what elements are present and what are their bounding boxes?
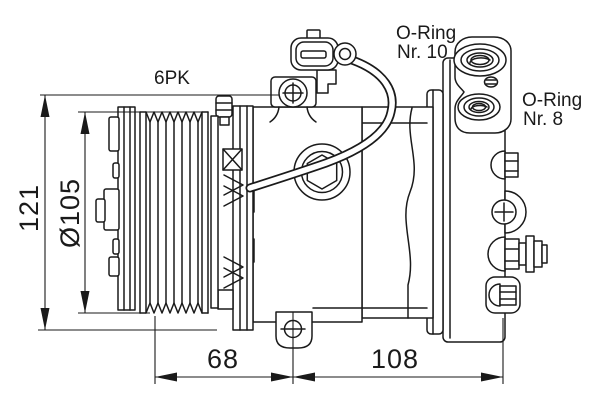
clutch-plate: [95, 106, 136, 311]
fitting-block: [453, 36, 512, 134]
oring-8-callout: O-Ring Nr. 8: [522, 90, 582, 130]
oring-10-line2: Nr. 10: [397, 42, 448, 63]
dim-68-label: 68: [207, 344, 239, 374]
rear-mounting-lug: [491, 190, 527, 234]
threaded-hole: [483, 76, 499, 88]
front-housing: [245, 106, 428, 323]
dim-105-label: Ø105: [55, 178, 85, 248]
dimension-105: Ø105: [55, 112, 90, 313]
bolt-upper-right: [490, 150, 519, 180]
oring-8-line1: O-Ring: [522, 90, 582, 111]
electrical-connector: [290, 29, 357, 94]
dimension-annotations: 121 Ø105 68 108 6PK O-Ring Nr. 10 O-Ring: [14, 23, 582, 384]
oring-8-line2: Nr. 8: [523, 109, 563, 130]
bottom-mounting-lug: [275, 311, 313, 349]
top-mounting-ear: [269, 76, 317, 123]
front-plates: [232, 105, 254, 331]
oring-10-callout: O-Ring Nr. 10: [396, 23, 456, 63]
dim-108-label: 108: [371, 344, 419, 374]
ext-lines-bottom: [154, 312, 504, 384]
oring-port-8: [457, 93, 501, 121]
rear-foot: [485, 276, 521, 314]
dim-121-label: 121: [14, 184, 44, 232]
pulley: [139, 111, 219, 314]
dimension-121: 121: [14, 95, 50, 330]
dimension-68-108: 68 108: [155, 344, 503, 382]
compressor-drawing: [95, 29, 548, 349]
oring-10-line1: O-Ring: [396, 23, 456, 44]
shaft-hardware: [215, 95, 244, 310]
belt-type-label: 6PK: [154, 68, 190, 89]
service-plug: [487, 235, 548, 273]
oring-port-10: [453, 43, 507, 77]
harness-wire: [245, 55, 397, 193]
